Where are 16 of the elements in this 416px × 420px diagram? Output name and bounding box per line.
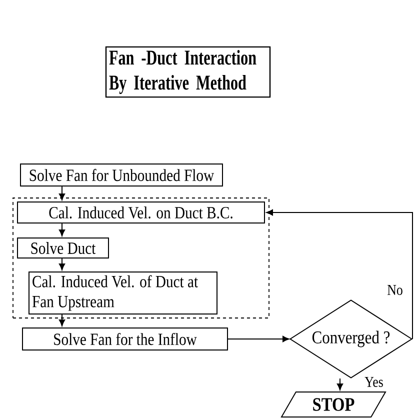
process-box: Solve Fan for Unbounded Flow <box>20 164 223 186</box>
arrow <box>336 378 344 390</box>
arrow <box>228 336 290 342</box>
dashed-group-box <box>12 198 270 318</box>
process-box: Solve Fan for the Inflow <box>22 328 228 350</box>
edge-label: No <box>386 284 404 296</box>
arrow <box>266 209 413 340</box>
process-box: Cal. Induced Vel. on Duct B.C. <box>17 202 265 224</box>
arrow <box>58 186 66 200</box>
arrow <box>58 258 66 270</box>
arrow <box>58 314 66 326</box>
process-box: Cal. Induced Vel. of Duct at Fan Upstream <box>28 272 218 314</box>
title-box: Fan -Duct Interaction By Iterative Method <box>105 46 271 98</box>
process-box: Solve Duct <box>17 238 109 258</box>
edge-label: Yes <box>364 376 384 388</box>
arrow <box>58 223 66 236</box>
